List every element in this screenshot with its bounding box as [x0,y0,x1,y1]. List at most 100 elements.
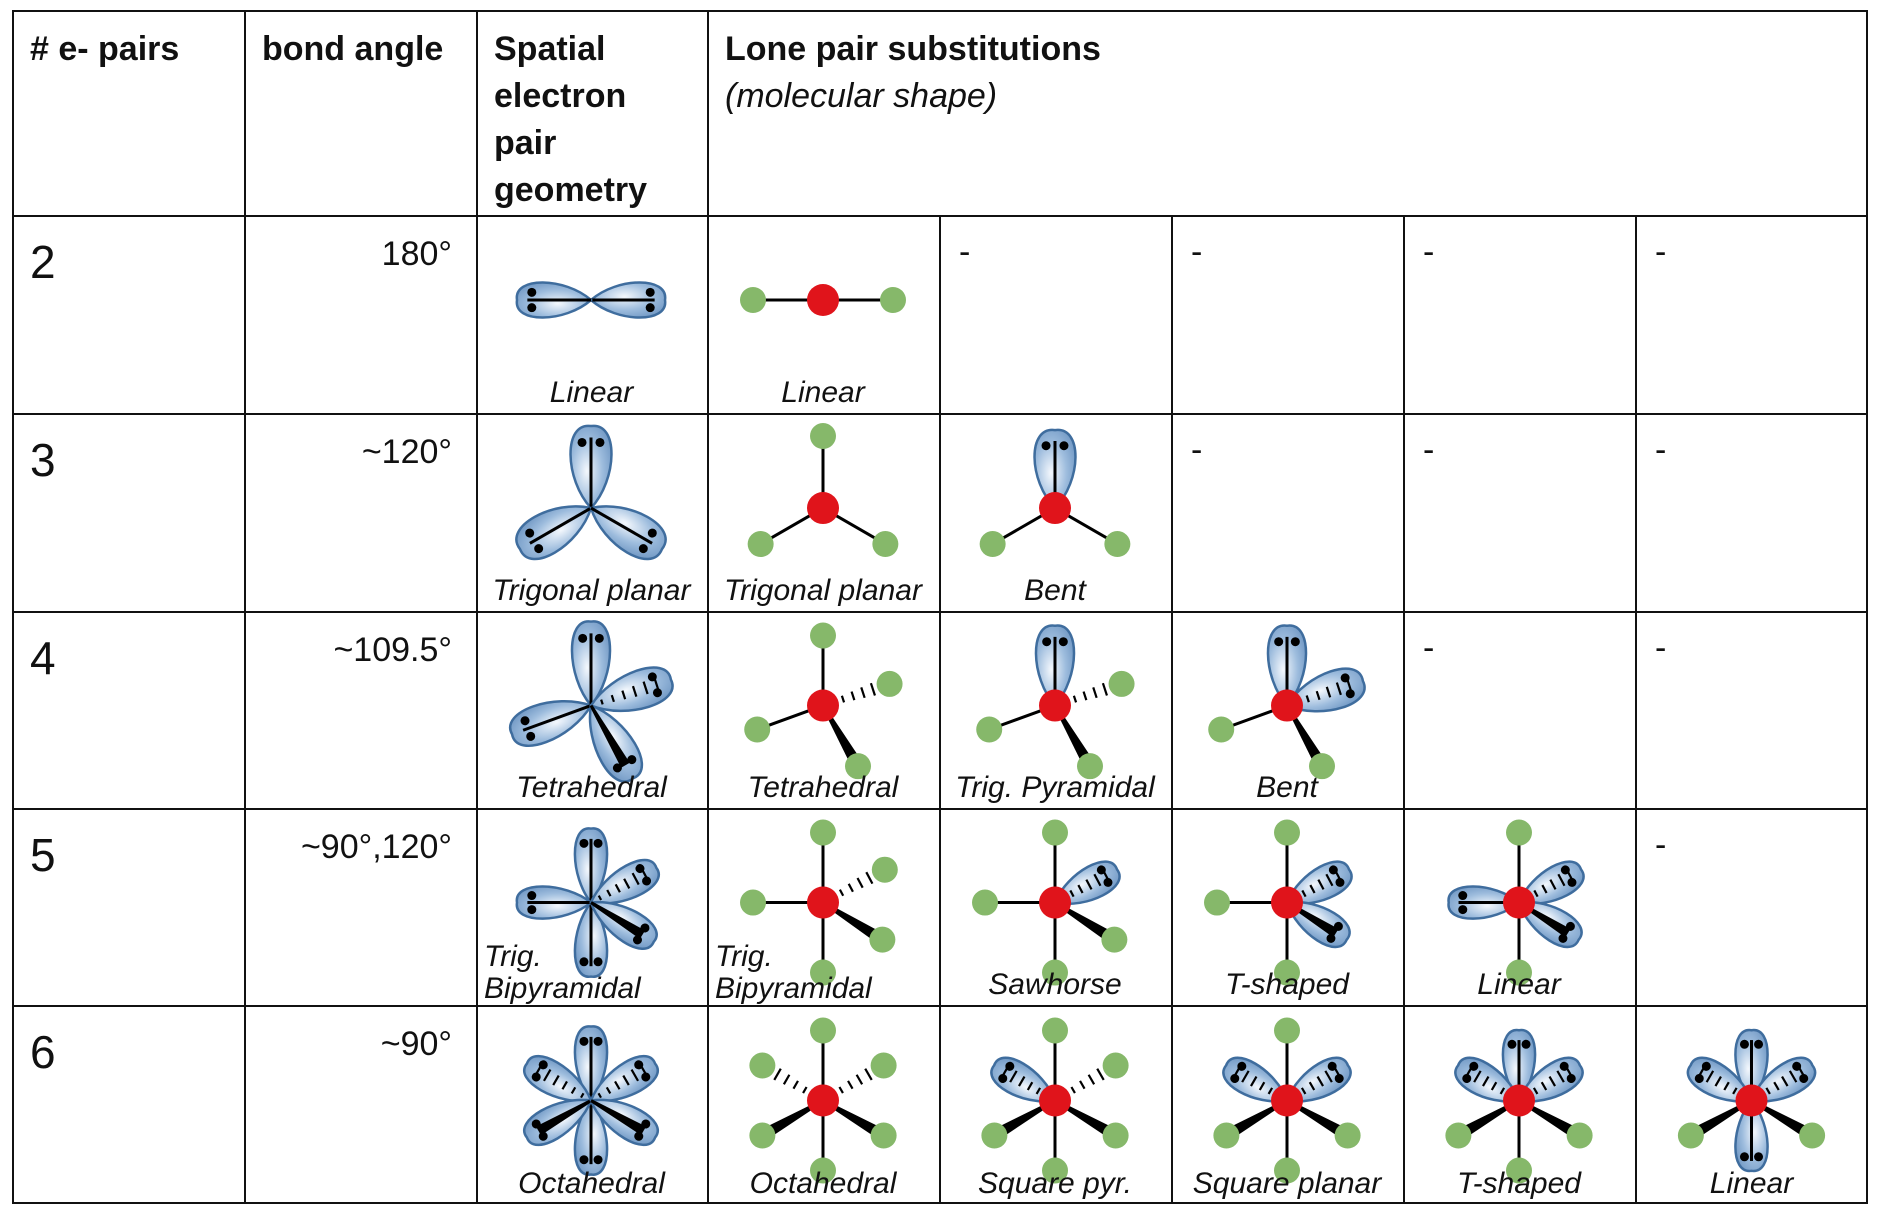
ligand-atom [1102,1052,1129,1079]
vsepr-table: # e- pairs bond angle Spatial electron p… [12,10,1868,1204]
grid-line-horizontal [12,10,1868,12]
central-atom [1735,1084,1768,1117]
ligand-atom [1799,1122,1826,1149]
electron-lobe [573,1098,609,1176]
lone-pair-lobe [1734,1028,1769,1103]
electron-geometry-cell: Linear [476,215,707,413]
electron-pair-count: 2 [30,236,56,288]
lone-pair-lobe [1749,1056,1817,1103]
empty-shape-cell: - [1171,215,1403,413]
ligand-atom [870,1122,897,1149]
molecular-shape-tetrahedral: Tetrahedral [707,611,939,808]
header-angle: bond angle [262,30,444,68]
molecular-shape-square-planar: Square planar [1171,1005,1403,1204]
central-atom [807,1084,839,1117]
ligand-atom [1104,531,1131,558]
molecular-shape-bent: Bent [1171,611,1403,808]
electron-geometry-figure [523,1025,659,1176]
ligand-atom [871,856,898,883]
molecular-shape-label: Octahedral [749,1167,897,1200]
ligand-atom [1077,753,1103,780]
ligand-atom [845,753,871,780]
empty-shape-dash: - [959,233,971,271]
electron-lobe [589,1098,659,1147]
molecular-shape-label: Bent [1256,771,1318,804]
molecular-shape-label: Square planar [1192,1167,1382,1200]
empty-shape-cell: - [1171,413,1403,611]
ligand-atom [880,287,906,313]
header-pairs: # e- pairs [30,30,180,68]
molecular-shape-label: Trig. Bipyramidal [715,940,872,1005]
molecule-figure [981,1017,1129,1184]
molecule-figure [1447,819,1585,986]
electron-lobe [573,1025,609,1103]
ligand-atom [1101,926,1128,953]
electron-lobe [570,620,612,708]
ligand-atom [869,926,896,953]
electron-lobe [573,827,609,905]
molecular-shape-label: Bent [1024,574,1086,607]
central-atom [1503,886,1535,919]
electron-geometry-label: Trigonal planar [492,574,691,607]
molecular-shape-label: Square pyr. [978,1167,1132,1200]
electron-geometry-cell: Octahedral [476,1005,707,1204]
ligand-atom [981,1122,1008,1149]
molecular-shape-label: Linear [781,376,865,409]
electron-lobe [588,703,644,783]
ligand-atom [740,287,766,313]
molecular-shape-octahedral: Octahedral [707,1005,939,1204]
electron-lobe [515,505,593,561]
ligand-atom [1274,1017,1300,1044]
electron-geometry-label: Trig. Bipyramidal [484,940,641,1005]
ligand-atom [1677,1122,1704,1149]
lone-pair-lobe [1053,860,1121,905]
empty-shape-dash: - [1655,233,1667,271]
lone-pair-lobe [1266,624,1308,708]
molecular-shape-label: Linear [1709,1167,1794,1200]
molecular-shape-label: T-shaped [1457,1167,1581,1200]
bond-angle-value: ~90° [380,1025,452,1063]
ligand-atom [747,531,774,558]
ligand-atom [1102,1122,1129,1149]
header-substitutions-subtitle: (molecular shape) [725,77,998,115]
ligand-atom [810,959,836,986]
molecule-figure [740,284,906,316]
electron-pair-count: 6 [30,1026,56,1078]
electron-geometry-cell: Trig. Bipyramidal [476,808,707,1005]
molecular-shape-trig-pyramidal: Trig. Pyramidal [939,611,1171,808]
bond-angle-value: 180° [381,235,452,273]
molecule-figure [1213,1017,1361,1184]
grid-line-vertical [1171,215,1173,1204]
molecule-figure [747,423,899,558]
electron-lobe [515,281,593,319]
central-atom [807,284,839,316]
central-atom [1503,1084,1535,1117]
ligand-atom [1274,819,1300,846]
ligand-atom [810,1157,836,1184]
electron-lobe [589,281,667,319]
lone-pair-lobe [1517,860,1585,905]
electron-pair-count: 3 [30,434,56,486]
empty-shape-dash: - [1655,826,1667,864]
electron-geometry-label: Linear [549,376,634,409]
electron-lobe [589,505,667,561]
electron-lobe [523,1054,593,1103]
molecule-figure [740,819,898,986]
electron-lobe [589,858,660,905]
ligand-atom [1309,753,1335,780]
molecular-shape-sawhorse: Sawhorse [939,808,1171,1005]
electron-lobe [508,700,593,747]
grid-line-vertical [12,10,14,1204]
ligand-atom [810,423,836,450]
empty-shape-cell: - [1635,215,1868,413]
ligand-atom [1506,1157,1532,1184]
empty-shape-cell: - [1403,215,1635,413]
lone-pair-lobe [1033,428,1077,510]
grid-line-vertical [1403,215,1405,1204]
empty-shape-cell: - [1635,413,1868,611]
lone-pair-lobe [1517,1056,1584,1103]
bond-angle-value: ~120° [361,433,452,471]
header-substitutions-title: Lone pair substitutions [725,30,1101,68]
ligand-atom [1208,716,1235,743]
ligand-atom [1445,1122,1472,1149]
